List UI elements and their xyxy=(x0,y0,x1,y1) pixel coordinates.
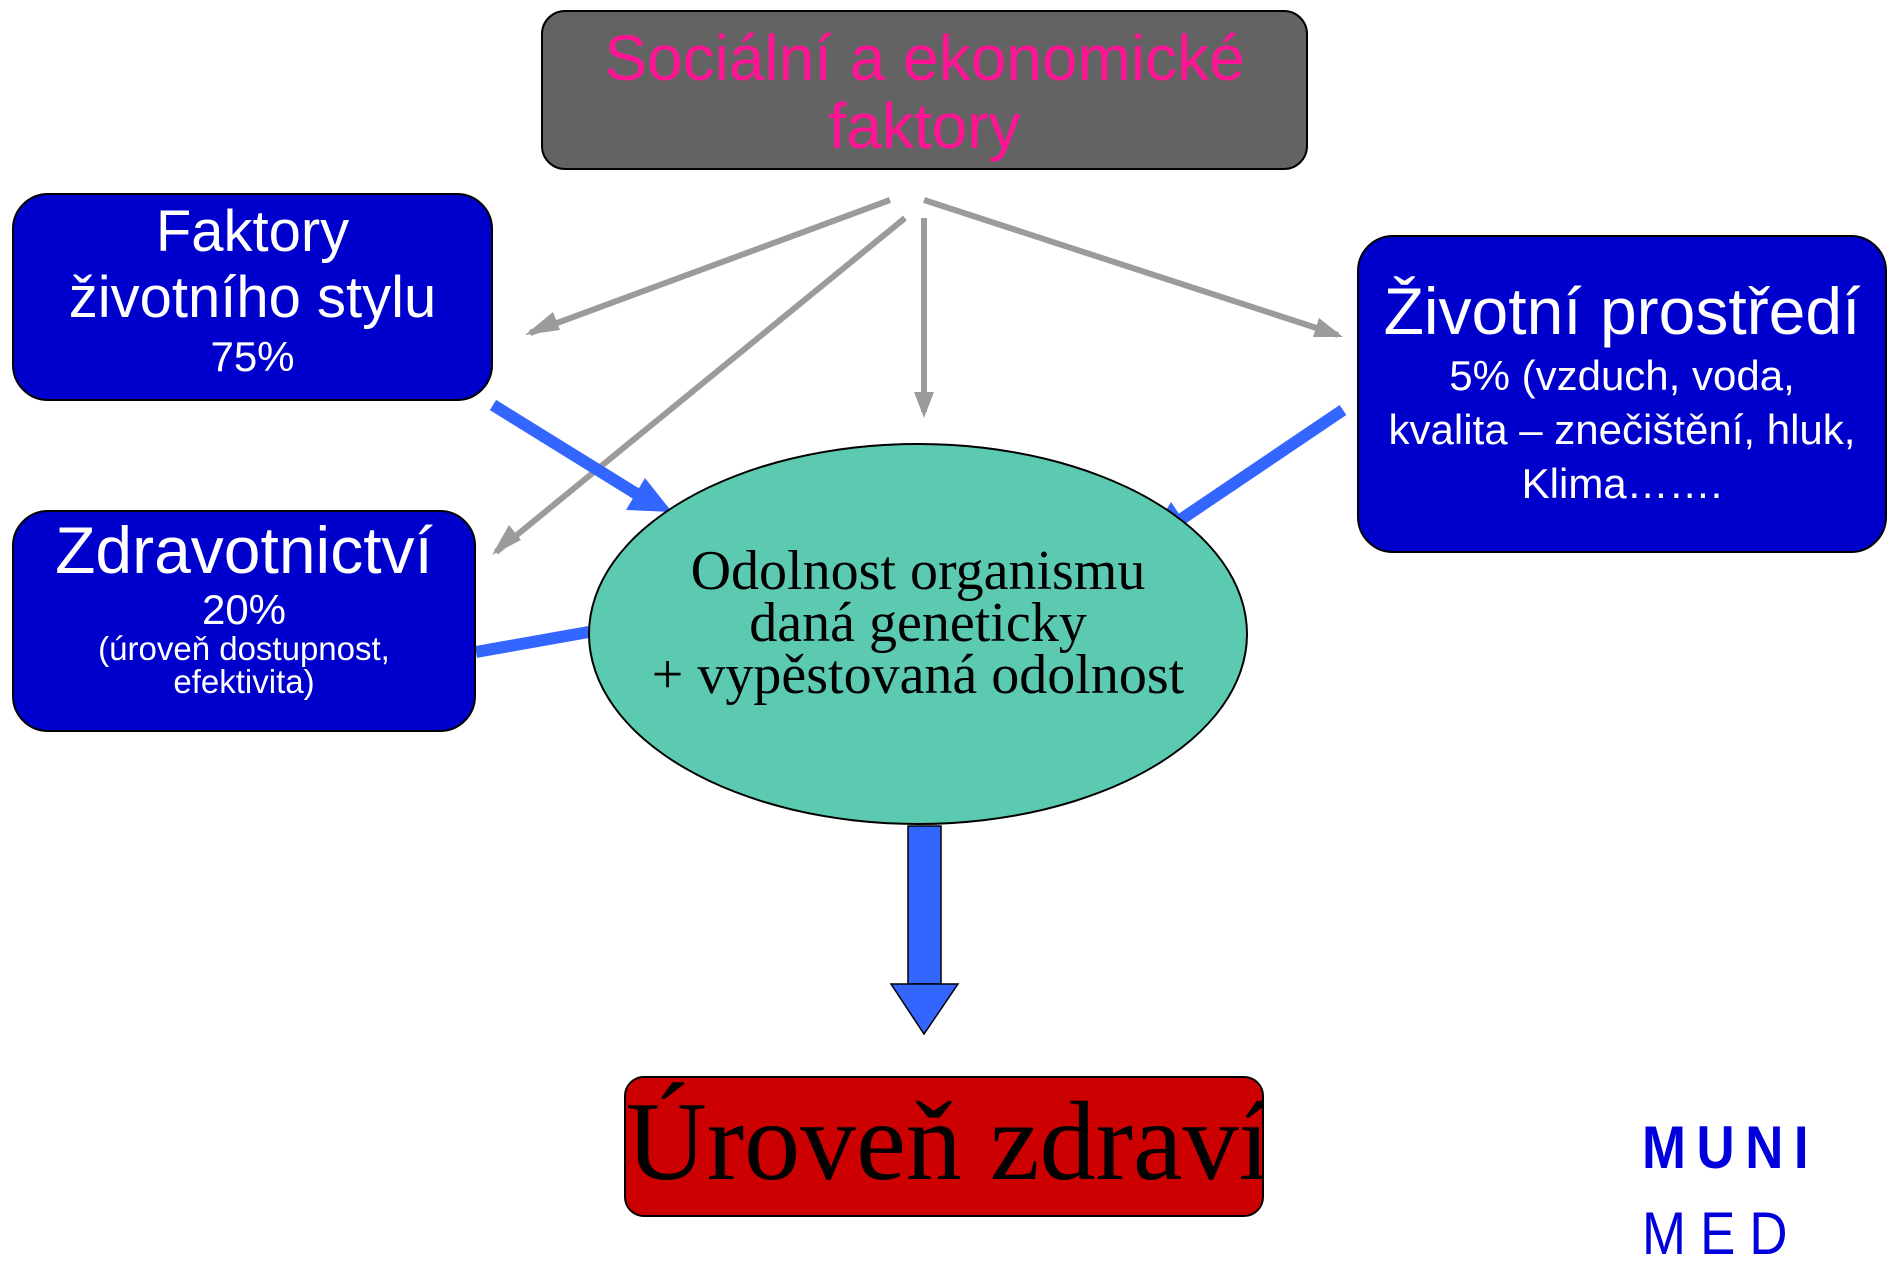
arrowhead-healthcare xyxy=(492,525,521,555)
node-environment-line2: 5% (vzduch, voda, xyxy=(1449,352,1795,399)
arrow-social-to-environment xyxy=(923,197,1339,338)
node-lifestyle-line1: Faktory xyxy=(155,199,350,264)
node-healthcare-line3: (úroveň dostupnost, xyxy=(98,630,390,667)
node-organism-resilience: Odolnost organismu daná geneticky + vypě… xyxy=(588,443,1248,825)
arrowhead-lifestyle-core xyxy=(626,478,672,512)
node-lifestyle-factors: Faktory životního stylu 75% xyxy=(12,193,493,401)
node-core-line3: + vypěstovaná odolnost xyxy=(651,644,1185,706)
arrowhead-environment xyxy=(1313,318,1343,337)
node-environment: Životní prostředí 5% (vzduch, voda, kval… xyxy=(1357,235,1887,553)
node-healthcare: Zdravotnictví 20% (úroveň dostupnost, ef… xyxy=(12,510,476,732)
logo-line2: MED xyxy=(1642,1200,1802,1267)
arrow-environment-to-core xyxy=(1176,405,1347,525)
node-result-label: Úroveň zdraví xyxy=(626,1080,1264,1204)
node-core-line2: daná geneticky xyxy=(749,592,1087,654)
node-healthcare-percent: 20% xyxy=(201,586,287,633)
node-social-line2: faktory xyxy=(828,90,1021,162)
node-social-economic-factors: Sociální a ekonomické faktory xyxy=(541,10,1308,170)
node-social-line1: Sociální a ekonomické xyxy=(604,22,1245,94)
arrowhead-lifestyle xyxy=(525,312,560,335)
node-environment-line3: kvalita – znečištění, hluk, xyxy=(1388,406,1856,453)
arrow-social-to-healthcare xyxy=(494,215,907,555)
node-healthcare-line4: efektivita) xyxy=(173,663,315,700)
arrow-social-to-lifestyle xyxy=(528,197,892,336)
muni-med-logo: MUNI MED xyxy=(1642,1118,1819,1264)
arrow-lifestyle-to-core xyxy=(489,399,644,502)
node-environment-line4: Klima……. xyxy=(1521,460,1723,507)
node-health-level: Úroveň zdraví xyxy=(624,1076,1264,1217)
node-core-line1: Odolnost organismu xyxy=(690,540,1146,602)
logo-line1: MUNI xyxy=(1642,1114,1820,1181)
arrowhead-core xyxy=(914,392,934,418)
node-healthcare-line1: Zdravotnictví xyxy=(55,513,433,587)
arrow-healthcare-to-core xyxy=(474,624,602,658)
node-lifestyle-line2: životního stylu xyxy=(68,265,437,330)
node-environment-line1: Životní prostředí xyxy=(1383,274,1861,348)
arrow-core-to-result xyxy=(889,825,960,1036)
node-lifestyle-percent: 75% xyxy=(210,333,295,380)
